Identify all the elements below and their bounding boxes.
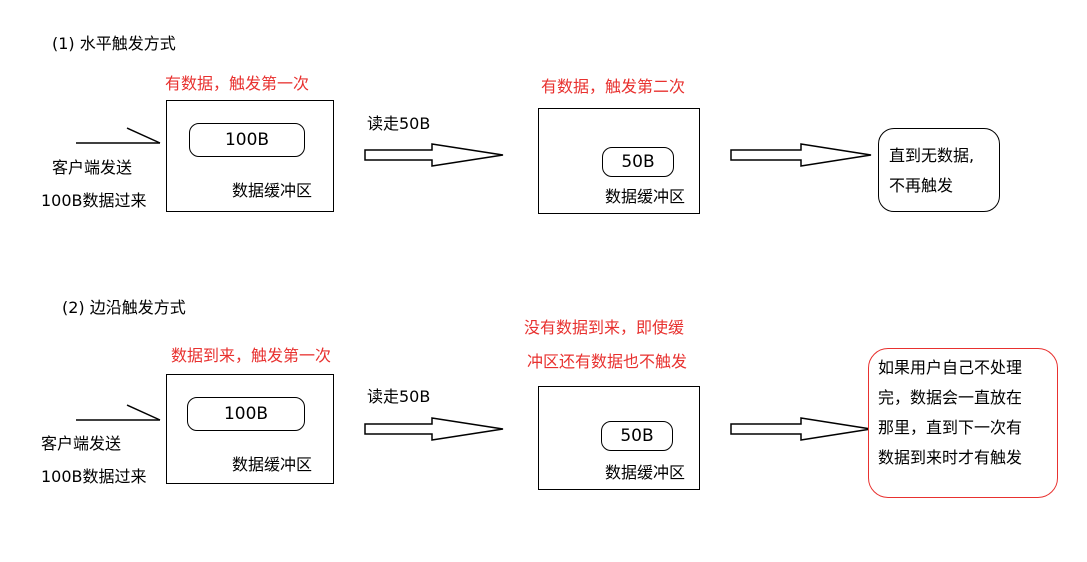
client-label-1a: 客户端发送: [52, 158, 133, 177]
stage2-note-2a: 没有数据到来，即使缓: [524, 318, 685, 337]
buffer-box-2a: 100B 数据缓冲区: [166, 374, 334, 484]
buffer-label-2a: 数据缓冲区: [232, 455, 313, 474]
incoming-line-2: [76, 404, 161, 421]
stage2-note-2b: 冲区还有数据也不触发: [527, 352, 688, 371]
data-pill-2a: 100B: [187, 397, 305, 431]
stage2-note-1: 有数据，触发第二次: [541, 77, 686, 96]
result-line-1b: 不再触发: [889, 176, 954, 195]
data-pill-2b: 50B: [601, 421, 673, 451]
buffer-label-2b: 数据缓冲区: [605, 463, 686, 482]
result-bubble-1: 直到无数据, 不再触发: [878, 128, 1000, 212]
hollow-arrow-2a: [364, 417, 504, 441]
result-line-2d: 数据到来时才有触发: [878, 448, 1023, 467]
result-line-2b: 完，数据会一直放在: [878, 388, 1023, 407]
stage1-note-1: 有数据，触发第一次: [165, 74, 310, 93]
data-pill-1b: 50B: [602, 147, 674, 177]
client-label-1b: 100B数据过来: [41, 191, 147, 210]
stage1-note-2: 数据到来，触发第一次: [171, 346, 332, 365]
arrow-label-1: 读走50B: [367, 114, 431, 133]
section-heading-2: (2) 边沿触发方式: [62, 298, 186, 317]
client-label-2a: 客户端发送: [41, 434, 122, 453]
section-heading-1: (1) 水平触发方式: [52, 34, 176, 53]
result-bubble-2: 如果用户自己不处理 完，数据会一直放在 那里，直到下一次有 数据到来时才有触发: [868, 348, 1058, 498]
data-pill-1a: 100B: [189, 123, 305, 157]
client-label-2b: 100B数据过来: [41, 467, 147, 486]
result-line-2a: 如果用户自己不处理: [878, 358, 1023, 377]
incoming-line-1: [76, 127, 161, 144]
buffer-label-1b: 数据缓冲区: [605, 187, 686, 206]
buffer-box-2b: 50B 数据缓冲区: [538, 386, 700, 490]
hollow-arrow-2b: [730, 417, 872, 441]
buffer-box-1b: 50B 数据缓冲区: [538, 108, 700, 214]
result-line-1a: 直到无数据,: [889, 146, 975, 165]
arrow-label-2: 读走50B: [367, 387, 431, 406]
buffer-label-1a: 数据缓冲区: [232, 181, 313, 200]
buffer-box-1a: 100B 数据缓冲区: [166, 100, 334, 212]
result-line-2c: 那里，直到下一次有: [878, 418, 1023, 437]
hollow-arrow-1a: [364, 143, 504, 167]
hollow-arrow-1b: [730, 143, 872, 167]
